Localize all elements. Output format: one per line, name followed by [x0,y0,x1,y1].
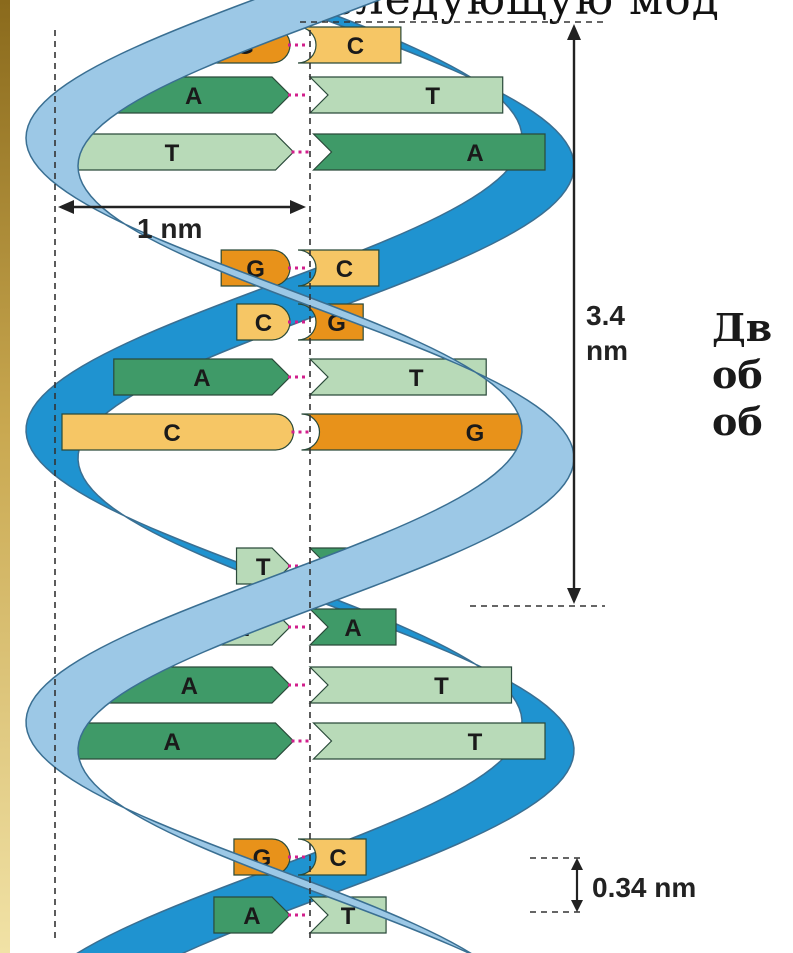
pitch-arrow [567,24,581,604]
base-A [312,133,546,171]
backbone-strand-light [25,0,575,953]
base-letter-left: A [185,83,202,110]
base-T [308,76,504,114]
base-letter-right: A [466,140,483,167]
base-T [308,666,513,704]
base-letter-right: C [329,845,346,872]
slide-title-fragment: следующую мод [330,0,720,25]
base-letter-left: T [256,554,271,581]
base-A [213,896,291,934]
base-letter-right: T [425,83,440,110]
base-letter-left: A [193,365,210,392]
rise-label: 0.34 nm [592,872,696,903]
base-G [301,413,546,451]
base-C [236,303,291,341]
base-C [297,249,380,287]
width-label: 1 nm [137,213,202,244]
pitch-label-value: 3.4 [586,300,625,331]
base-letter-left: T [165,140,180,167]
base-letter-left: A [243,903,260,930]
width-arrow [58,200,306,214]
base-letter-right: G [466,420,485,447]
base-A [113,358,291,396]
base-C [61,413,295,451]
base-letter-right: T [409,365,424,392]
base-letter-left: A [181,673,198,700]
side-text-line: Дв [712,305,773,350]
side-text-line: об [712,352,763,397]
base-T [312,722,546,760]
base-A [308,608,397,646]
base-letter-right: T [341,903,356,930]
pitch-label-unit: nm [586,335,628,366]
base-C [297,26,402,64]
base-letter-right: T [434,673,449,700]
base-letter-left: A [163,729,180,756]
base-letter-left: C [163,420,180,447]
backbone-ribbon-light [25,0,575,953]
base-T [308,358,487,396]
base-letter-right: C [336,256,353,283]
base-letter-right: T [468,729,483,756]
base-letter-right: A [344,615,361,642]
rise-arrow [571,858,583,912]
base-C [297,838,367,876]
slide-left-border [0,0,10,953]
base-letter-right: C [347,33,364,60]
base-letter-left: C [255,310,272,337]
side-text-line: об [712,399,763,444]
reference-lines [54,21,605,940]
